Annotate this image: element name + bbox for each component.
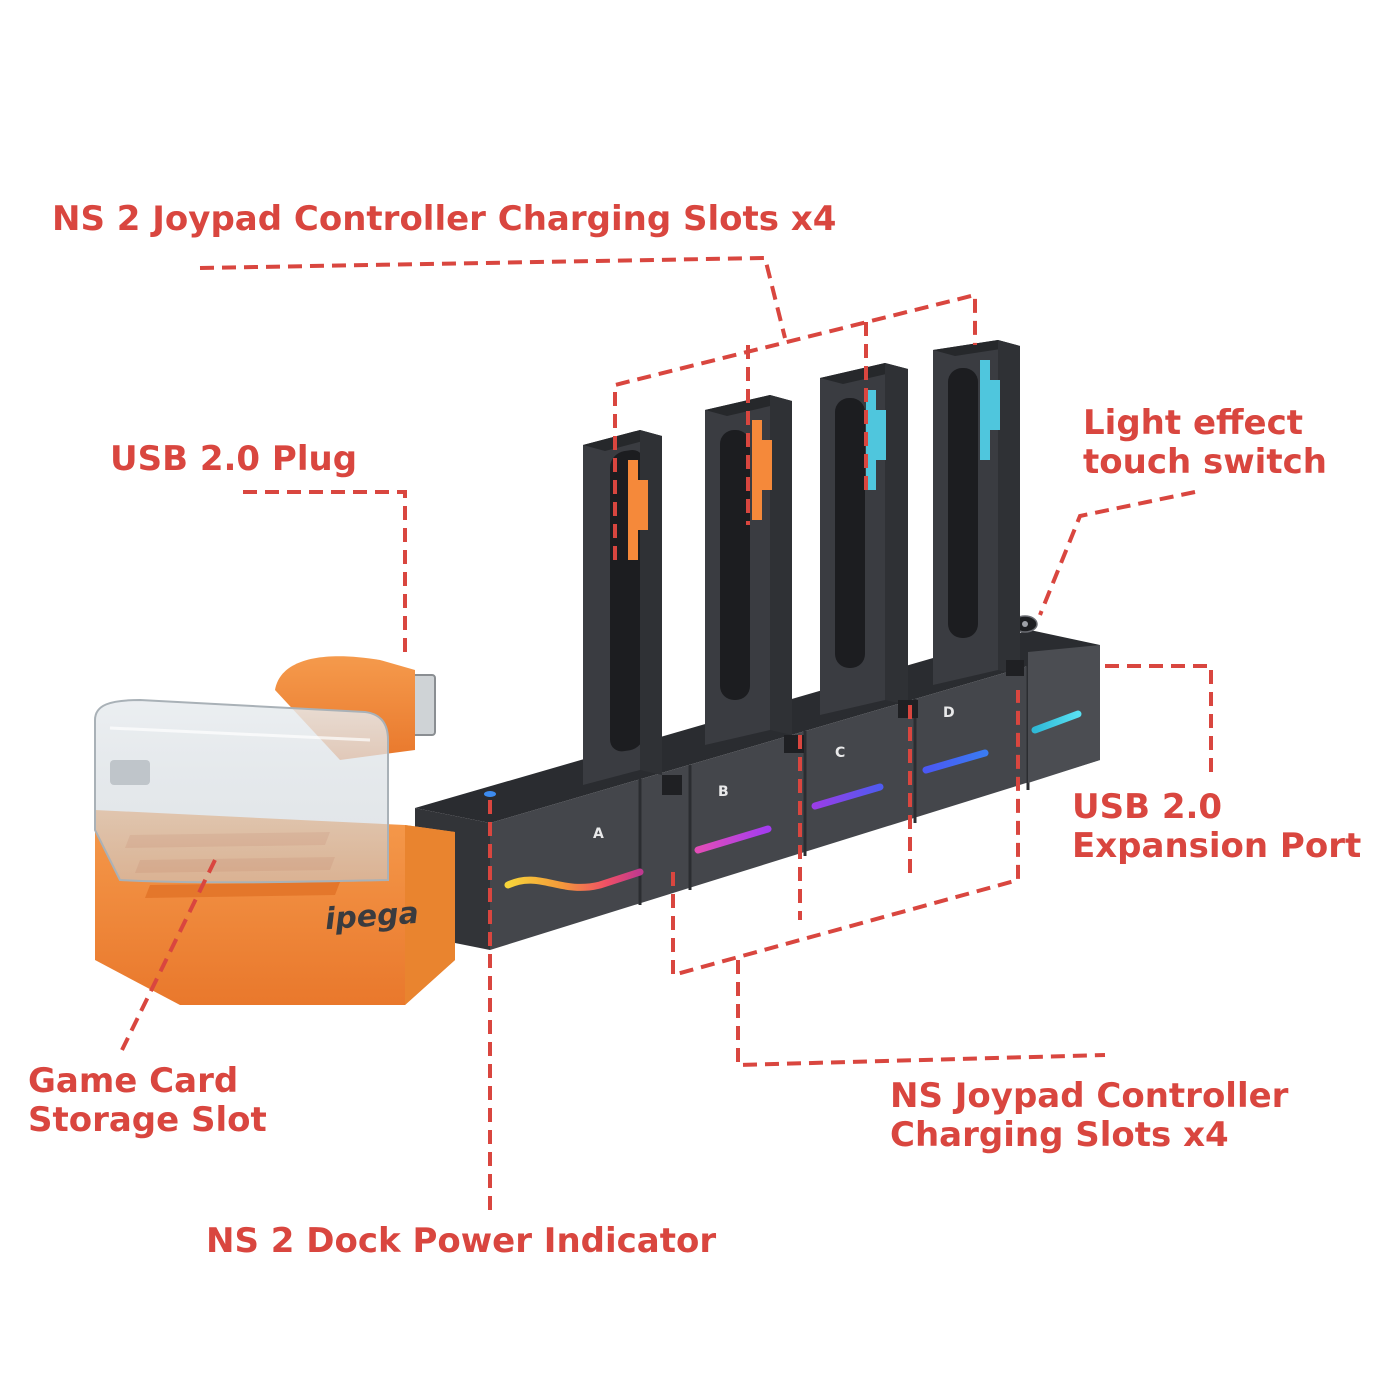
game-card-storage (94, 656, 455, 1005)
charging-tower-2 (705, 395, 792, 745)
label-ns2-charging-slots: NS 2 Joypad Controller Charging Slots x4 (52, 199, 837, 239)
power-led-icon (484, 791, 496, 797)
label-usb-plug: USB 2.0 Plug (110, 439, 358, 479)
light-strip-b (694, 825, 772, 854)
slot-letter-b: B (718, 784, 729, 800)
slot-letter-c: C (835, 745, 846, 761)
light-strip-d (922, 749, 989, 774)
latch (662, 775, 682, 795)
charging-tower-4 (933, 340, 1020, 685)
callout-lines (120, 255, 1213, 1210)
label-usb-expansion-line2: Expansion Port (1072, 826, 1362, 867)
label-light-effect-line1: Light effect (1083, 403, 1304, 443)
label-ns-charging-slots: NS Joypad Controller Charging Slots x4 (890, 1076, 1289, 1156)
light-strip-a (504, 868, 644, 891)
label-game-card-line1: Game Card (28, 1061, 239, 1101)
brand-logo: ipega (323, 895, 420, 938)
label-game-card-line2: Storage Slot (28, 1100, 267, 1141)
slot-letter-d: D (943, 705, 955, 721)
light-strip-expansion (1031, 710, 1082, 734)
light-strip-c (811, 783, 884, 810)
label-usb-expansion: USB 2.0 Expansion Port (1072, 787, 1362, 867)
label-ns-charging-slots-line1: NS Joypad Controller (890, 1076, 1289, 1116)
label-light-effect-line2: touch switch (1083, 442, 1327, 483)
latch (1006, 660, 1024, 676)
charging-tower-3 (820, 363, 908, 715)
label-usb-expansion-line1: USB 2.0 (1072, 787, 1223, 827)
label-game-card: Game Card Storage Slot (28, 1061, 267, 1141)
label-ns-charging-slots-line2: Charging Slots x4 (890, 1115, 1229, 1156)
charging-tower-1 (583, 430, 662, 785)
label-power-indicator: NS 2 Dock Power Indicator (206, 1221, 717, 1261)
label-light-effect: Light effect touch switch (1083, 403, 1327, 483)
slot-letter-a: A (593, 826, 604, 842)
